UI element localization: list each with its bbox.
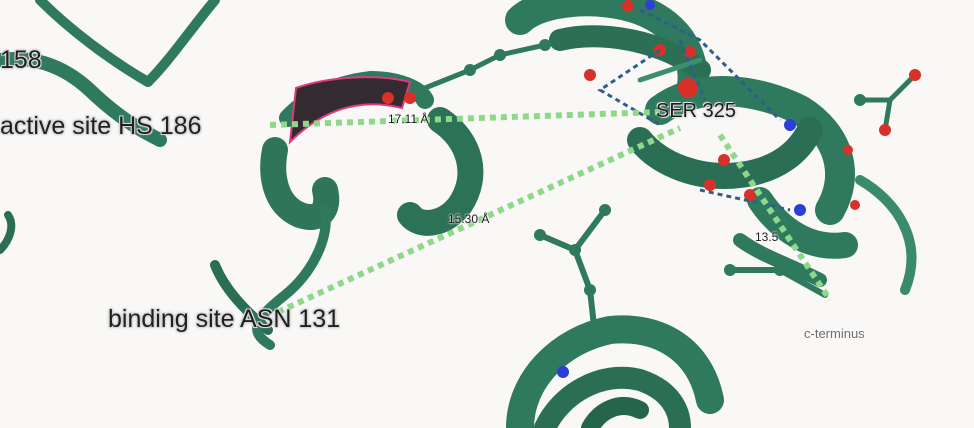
distance-label-17-11: 17.11 Å (388, 112, 429, 126)
label-c-terminus: c-terminus (804, 326, 865, 341)
distance-label-15-30: 15.30 Å (448, 212, 490, 226)
atoms (382, 0, 921, 378)
label-active-site: active site HS 186 (0, 112, 202, 140)
distance-label-13-5: 13.5 (755, 230, 779, 244)
distance-lines (269, 109, 833, 315)
label-residue-158: 158 (0, 46, 42, 74)
hydrogen-bonds (597, 8, 791, 212)
label-binding-site: binding site ASN 131 (108, 305, 341, 333)
highlighted-segment (288, 76, 412, 145)
label-ser-325: SER 325 (656, 100, 737, 122)
